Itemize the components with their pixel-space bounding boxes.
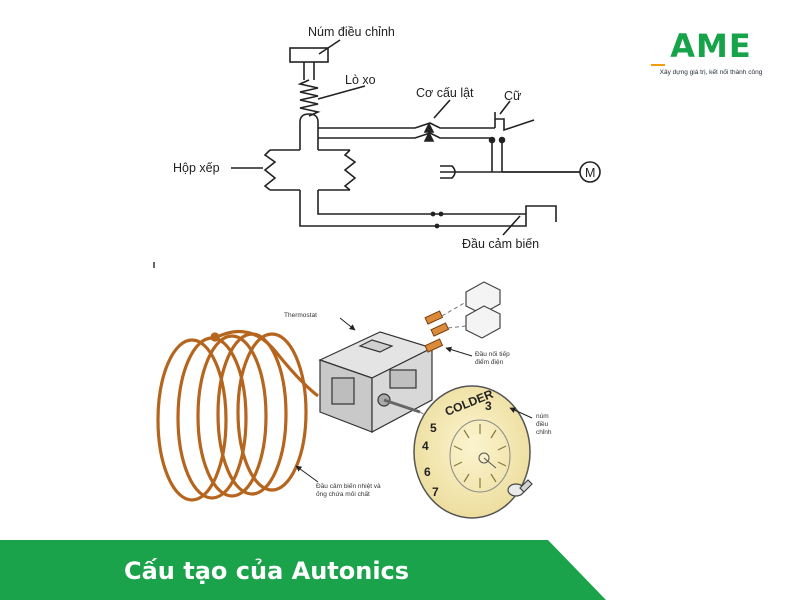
label-dial-1: núm xyxy=(536,413,549,420)
label-dial-3: chỉnh xyxy=(536,428,552,436)
stop-leader xyxy=(499,100,511,115)
dial-knob-shape xyxy=(413,385,531,519)
stop-shape xyxy=(488,112,535,172)
label-stop: Cữ xyxy=(504,89,521,103)
label-thermostat: Thermostat xyxy=(284,312,317,319)
logo: AME xyxy=(670,27,752,65)
sensor-leader xyxy=(502,215,521,236)
knob-leader xyxy=(318,39,341,55)
label-lever: Cơ cấu lật xyxy=(416,86,474,100)
label-terminals-1: Đầu nối tiếp xyxy=(475,349,510,358)
sensor-tube-leader xyxy=(295,465,319,483)
dial-number-4: 4 xyxy=(422,439,429,453)
logo-tagline: Xây dựng giá trị, kết nối thành công xyxy=(659,69,763,76)
capillary-shape xyxy=(299,190,557,229)
banner-shape xyxy=(0,540,606,600)
label-terminals-2: điểm điện xyxy=(475,358,504,366)
label-knob: Núm điều chỉnh xyxy=(308,25,395,39)
label-dial-2: điều xyxy=(536,419,549,428)
lever-shape xyxy=(318,122,495,142)
schematic-diagram xyxy=(231,39,601,236)
terminal-leader xyxy=(445,346,473,357)
label-motor: M xyxy=(585,166,595,180)
dial-number-5: 5 xyxy=(430,421,437,435)
connector-shape xyxy=(465,281,501,339)
banner-title: Cấu tạo của Autonics xyxy=(124,557,410,585)
bellows-shape xyxy=(263,149,357,191)
title-banner xyxy=(0,540,606,600)
label-sensor-tube-2: ống chứa môi chất xyxy=(316,489,370,498)
dial-number-6: 6 xyxy=(424,465,431,479)
adjust-knob-shape xyxy=(289,47,329,63)
label-sensor: Đầu cảm biến xyxy=(462,237,539,251)
exploded-illustration: COLDER 5 3 4 6 7 xyxy=(153,262,533,519)
label-spring: Lò xo xyxy=(345,73,376,87)
lever-leader xyxy=(433,99,451,119)
thermostat-body-shape xyxy=(318,331,434,433)
spring-leader xyxy=(317,85,366,100)
spring-shape xyxy=(297,79,321,117)
label-bellows: Hộp xếp xyxy=(173,161,220,175)
dial-leader xyxy=(509,407,533,419)
motor-shape xyxy=(579,161,601,183)
copper-coil-shape xyxy=(156,329,319,502)
screw-shape xyxy=(507,479,533,497)
thermostat-leader xyxy=(339,317,356,331)
logo-accent xyxy=(651,64,665,66)
dial-number-7: 7 xyxy=(432,485,439,499)
terminal-tabs-shape xyxy=(424,310,450,353)
dial-number-3: 3 xyxy=(485,399,492,413)
label-sensor-tube-1: Đầu cảm biến nhiệt và xyxy=(316,481,381,490)
